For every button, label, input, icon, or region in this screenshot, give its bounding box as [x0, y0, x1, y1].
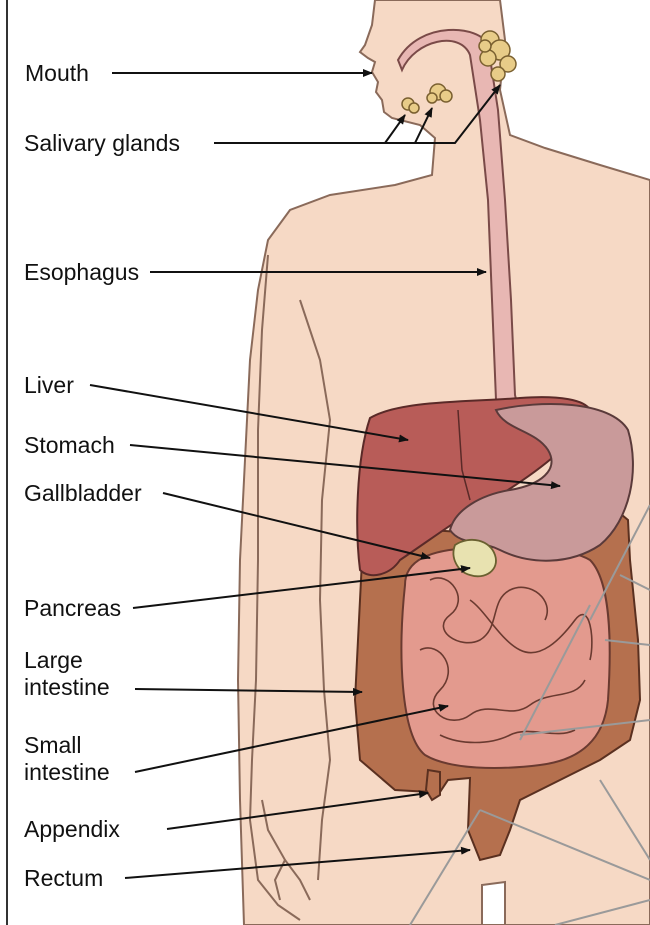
small-intestine	[402, 547, 610, 768]
label-large-intestine: Large intestine	[24, 647, 110, 701]
label-salivary-glands: Salivary glands	[24, 130, 180, 157]
label-small-intestine: Small intestine	[24, 732, 110, 786]
label-stomach: Stomach	[24, 432, 115, 459]
label-esophagus: Esophagus	[24, 259, 139, 286]
label-appendix: Appendix	[24, 816, 120, 843]
label-liver: Liver	[24, 372, 74, 399]
label-gallbladder: Gallbladder	[24, 480, 142, 507]
label-rectum: Rectum	[24, 865, 103, 892]
leg-gap	[482, 882, 505, 925]
label-pancreas: Pancreas	[24, 595, 121, 622]
label-mouth: Mouth	[25, 60, 89, 87]
